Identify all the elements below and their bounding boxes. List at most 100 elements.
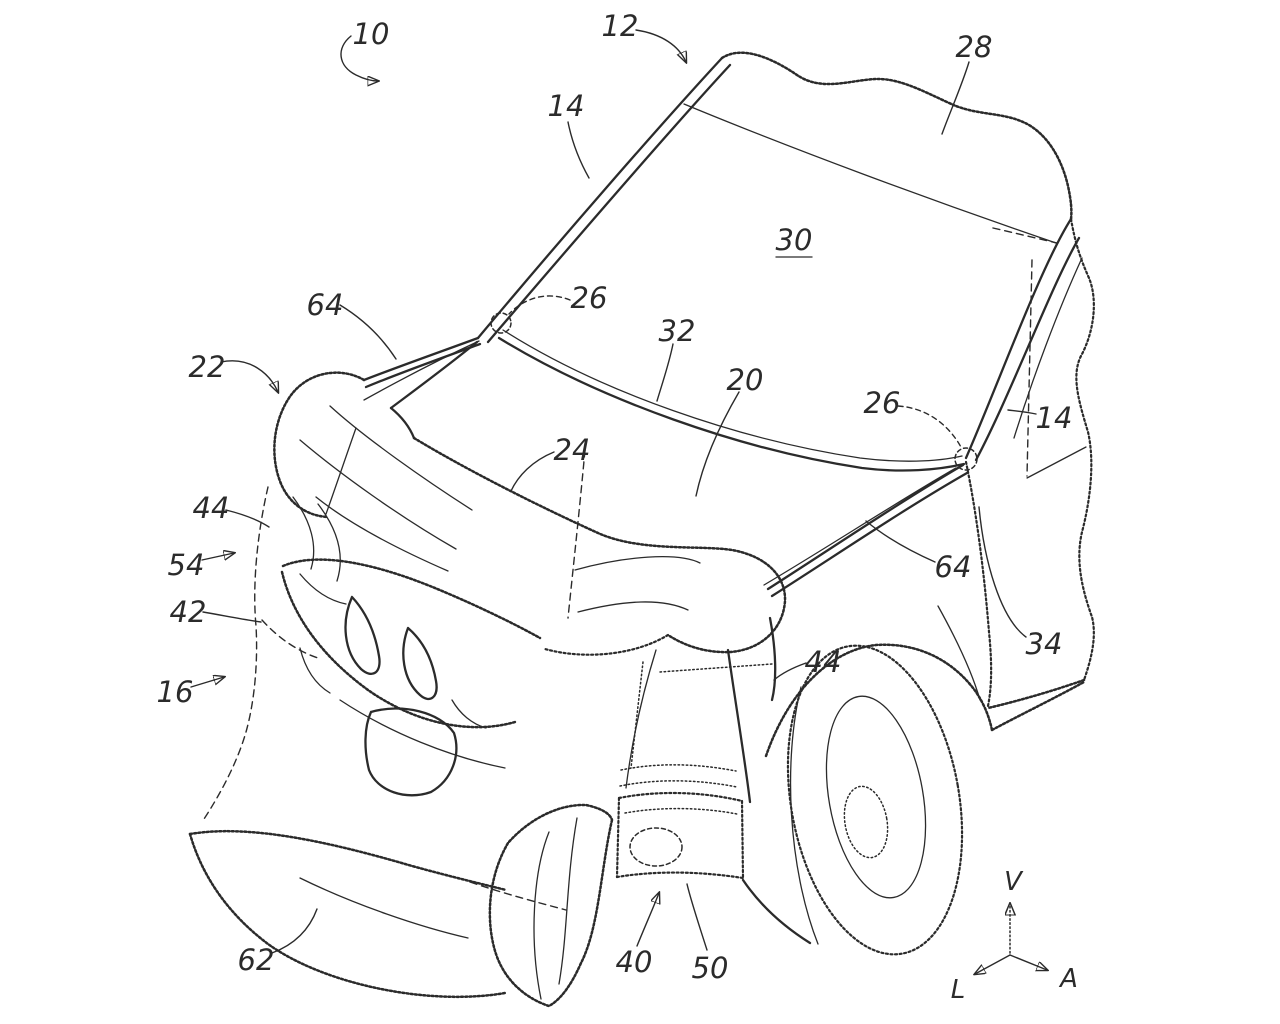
front-wheel	[765, 632, 1084, 968]
axis-a-arrow	[1010, 955, 1047, 970]
airbag-fold-line	[568, 450, 585, 618]
ref-label-10: 10	[353, 17, 390, 51]
axis-l-arrow	[975, 955, 1010, 974]
hood-rear-left-edge	[391, 342, 477, 408]
leader-54	[202, 553, 234, 560]
ref-label-14-right: 14	[1036, 401, 1073, 435]
ref-label-22: 22	[189, 350, 226, 384]
a-pillar-right-inner	[976, 238, 1079, 460]
airbag-bulb-fold-1	[575, 557, 700, 570]
airbag-lobe-22-shoulder	[391, 408, 414, 438]
ref-label-30: 30	[776, 223, 813, 257]
fender-chevron-3	[300, 574, 346, 604]
corner-fold-2	[770, 618, 775, 700]
mount-point-left-circle	[491, 313, 511, 333]
door-front-edge	[966, 462, 991, 706]
lower-valance	[743, 880, 810, 943]
ref-label-32: 32	[659, 314, 696, 348]
tether-left-b	[366, 344, 480, 387]
bumper-top-edge	[619, 793, 742, 801]
body-bottom-edge	[988, 680, 1084, 708]
roof-outline	[722, 53, 1071, 219]
cab-greenhouse	[478, 53, 1094, 708]
ref-label-54: 54	[168, 548, 205, 582]
hood-airbag	[274, 373, 785, 655]
leader-14-right	[1008, 410, 1036, 414]
a-pillar-right-outer	[966, 219, 1071, 458]
hood-front-edge	[626, 650, 656, 788]
airbag-wrinkle-4	[326, 428, 356, 514]
panel-patch	[365, 709, 456, 796]
panel-slot-4	[452, 700, 486, 728]
panel-top-edge	[283, 560, 540, 638]
windshield-top-edge	[684, 104, 1056, 243]
fog-lamp-oval	[630, 828, 682, 866]
airbag-wrinkle-1	[330, 406, 472, 510]
axis-label-v: V	[1004, 867, 1024, 897]
side-window-rear-edge	[1027, 260, 1032, 476]
wheel-arch	[766, 645, 992, 756]
corner-fold-1	[728, 650, 750, 802]
panel-slot-hook-1	[346, 597, 380, 674]
tether-left-c	[364, 341, 479, 400]
airbag-wrinkle-2	[300, 440, 456, 549]
tether-straps	[364, 338, 967, 596]
fender-chevron-1	[293, 497, 314, 569]
fender-left-edge	[202, 487, 268, 822]
panel-slot-hook-2	[403, 628, 436, 699]
tire-tread-edge	[791, 687, 818, 944]
fender-dash-line	[262, 620, 318, 658]
ref-label-14-left: 14	[548, 89, 585, 123]
tire-outline	[765, 632, 985, 968]
ref-label-26-left: 26	[571, 281, 608, 315]
leader-16	[191, 677, 224, 687]
ref-label-44-left: 44	[193, 491, 230, 525]
corner-shutline-h	[660, 664, 772, 672]
mount-point-right-circle	[955, 448, 977, 470]
leader-lines	[191, 30, 1036, 953]
bumper-right-edge	[742, 801, 743, 878]
leader-12	[636, 30, 686, 62]
chute-cone-fold-2	[559, 818, 577, 984]
leader-62	[272, 909, 317, 953]
bumper-inner-line	[625, 809, 737, 814]
leader-20	[696, 392, 739, 496]
leader-26-left	[509, 296, 570, 314]
leader-10	[341, 36, 378, 81]
left-fender	[202, 487, 346, 822]
side-window-front-edge	[1014, 258, 1082, 438]
leader-44-left	[226, 510, 269, 527]
ref-label-28: 28	[956, 30, 993, 64]
tether-left-a	[364, 338, 478, 380]
ref-label-34: 34	[1026, 627, 1063, 661]
cowl-lower-edge	[499, 338, 964, 471]
side-window-sill	[1027, 447, 1086, 478]
ref-label-20: 20	[727, 363, 764, 397]
leader-50	[687, 884, 707, 950]
a-pillar-left-outer	[478, 58, 722, 338]
leader-64-right	[866, 521, 935, 562]
ref-label-64-right: 64	[935, 550, 972, 584]
reference-numerals: 10 12 28 14 30 64 22 26 32 20 26 14 24 4…	[157, 9, 1073, 985]
hood-rear-right-edge	[764, 468, 956, 585]
leader-32	[657, 344, 673, 401]
leader-28	[942, 62, 969, 134]
airbag-bulb-fold-2	[578, 602, 688, 612]
lower-chute-airbag	[190, 805, 612, 1006]
leader-14-left	[568, 122, 589, 178]
ref-label-64-left: 64	[307, 288, 344, 322]
a-pillar-left-inner	[488, 65, 730, 342]
airbag-24-bottom-edge	[545, 635, 668, 655]
ref-label-26-right: 26	[864, 386, 901, 420]
chute-fold-dashed	[470, 882, 566, 910]
ref-label-62: 62	[238, 943, 275, 977]
leader-64-left	[340, 305, 396, 359]
ref-label-12: 12	[602, 9, 639, 43]
rocker-line	[992, 682, 1084, 730]
leader-34	[979, 507, 1026, 637]
door-crease	[938, 606, 980, 700]
leader-26-right	[898, 406, 962, 449]
panel-slot-3	[300, 648, 330, 693]
body-truncation-edge	[1071, 219, 1094, 680]
